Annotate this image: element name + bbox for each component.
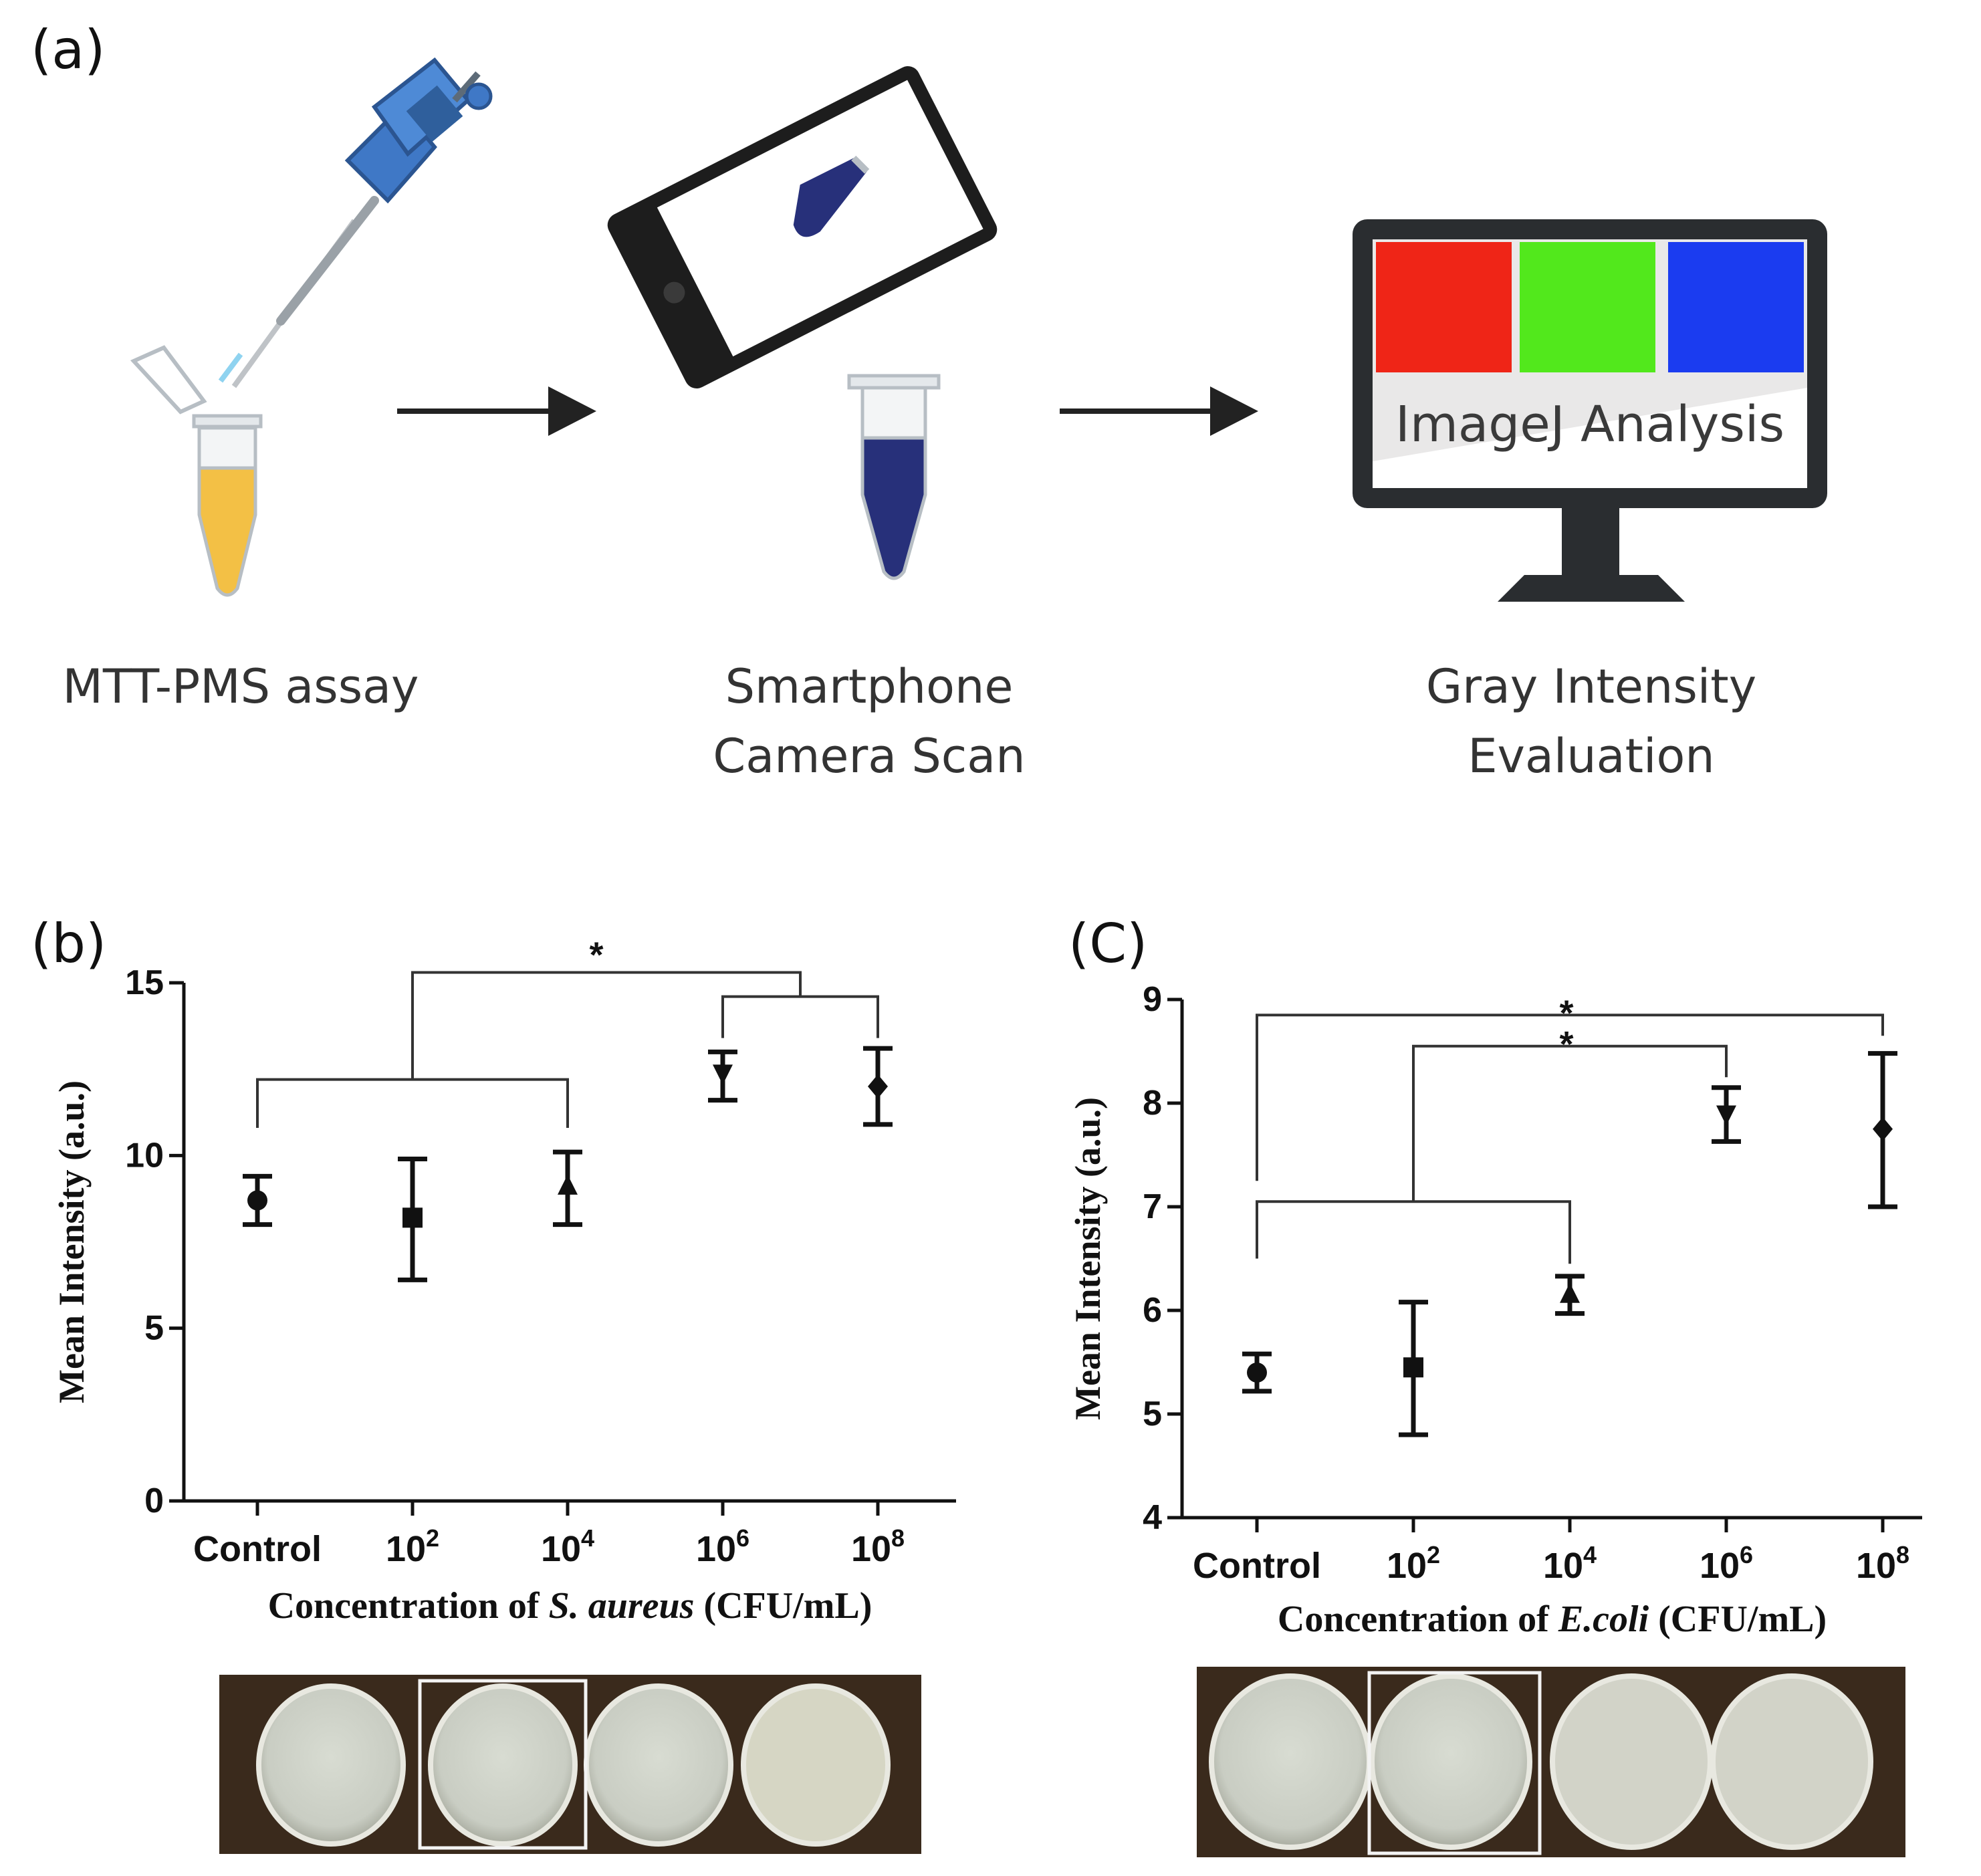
panel-c-label: (C) — [1068, 913, 1148, 975]
data-point — [1873, 1117, 1893, 1141]
photo-e-coli — [1197, 1667, 1905, 1857]
x-tick-label: Control — [193, 1529, 322, 1569]
highlight-box — [418, 1679, 588, 1850]
photo-s-aureus — [219, 1675, 921, 1854]
arrow-right-icon — [397, 386, 596, 436]
y-tick-label: 5 — [144, 1309, 164, 1348]
x-axis-label: Concentration of S. aureus (CFU/mL) — [268, 1585, 872, 1627]
significance-bracket — [256, 1078, 569, 1128]
y-tick-label: 5 — [1143, 1395, 1162, 1433]
x-tick-label: 104 — [1543, 1541, 1597, 1586]
workflow-illustration: ImageJ Analysis — [130, 57, 1827, 602]
x-tick-label: 108 — [851, 1524, 905, 1569]
x-tick-label: 102 — [386, 1524, 439, 1569]
significance-star: * — [589, 935, 603, 975]
petri-dish — [256, 1683, 406, 1847]
monitor-caption: ImageJ Analysis — [1395, 396, 1784, 453]
data-point — [1247, 1363, 1267, 1383]
data-point — [1560, 1282, 1580, 1303]
blue-tube-icon — [847, 374, 941, 580]
panel-b-label: (b) — [31, 913, 107, 975]
data-point — [402, 1207, 423, 1228]
significance-bracket — [411, 971, 802, 1080]
data-point — [1716, 1105, 1736, 1126]
significance-star: * — [1559, 1024, 1573, 1064]
x-tick-label: 102 — [1387, 1541, 1440, 1586]
y-tick-label: 8 — [1143, 1084, 1162, 1123]
y-tick-label: 15 — [125, 963, 164, 1002]
step-2-label: Smartphone Camera Scan — [713, 659, 1026, 784]
significance-bracket — [1256, 1014, 1884, 1181]
data-point — [558, 1174, 578, 1195]
step-3-label: Gray Intensity Evaluation — [1425, 659, 1757, 784]
x-tick-label: 106 — [1700, 1541, 1753, 1586]
petri-dish — [1710, 1673, 1873, 1850]
y-axis-label: Mean Intensity (a.u.) — [51, 1080, 92, 1403]
x-axis-label: Concentration of E.coli (CFU/mL) — [1278, 1599, 1827, 1640]
y-tick-label: 0 — [144, 1482, 164, 1520]
arrow-right-icon — [1060, 386, 1258, 436]
step-1-label: MTT-PMS assay — [62, 659, 419, 714]
petri-dish — [1209, 1673, 1372, 1850]
y-tick-label: 4 — [1143, 1498, 1162, 1537]
data-point — [247, 1190, 267, 1211]
y-tick-label: 6 — [1143, 1291, 1162, 1330]
x-tick-label: Control — [1193, 1546, 1321, 1586]
highlight-box — [1367, 1671, 1542, 1855]
petri-dish — [584, 1683, 733, 1847]
monitor-icon: ImageJ Analysis — [1353, 219, 1827, 602]
petri-dish — [1550, 1673, 1713, 1850]
significance-bracket — [721, 995, 879, 1038]
x-tick-label: 106 — [696, 1524, 749, 1569]
significance-bracket — [1412, 1044, 1728, 1202]
petri-dish — [741, 1683, 891, 1847]
data-point — [868, 1074, 888, 1098]
y-axis-label: Mean Intensity (a.u.) — [1068, 1097, 1108, 1420]
petri-dish — [428, 1683, 578, 1847]
panel-a-label: (a) — [31, 19, 106, 81]
smartphone-icon — [607, 66, 998, 389]
y-tick-label: 9 — [1143, 980, 1162, 1019]
x-tick-label: 104 — [541, 1524, 594, 1569]
y-tick-label: 7 — [1143, 1187, 1162, 1226]
data-point — [713, 1064, 733, 1085]
y-tick-label: 10 — [125, 1136, 164, 1175]
pipette-icon — [218, 57, 493, 388]
data-point — [1403, 1357, 1423, 1378]
significance-star: * — [1559, 993, 1573, 1033]
petri-dish — [1369, 1673, 1532, 1850]
x-tick-label: 108 — [1856, 1541, 1909, 1586]
yellow-tube-icon — [130, 345, 263, 597]
